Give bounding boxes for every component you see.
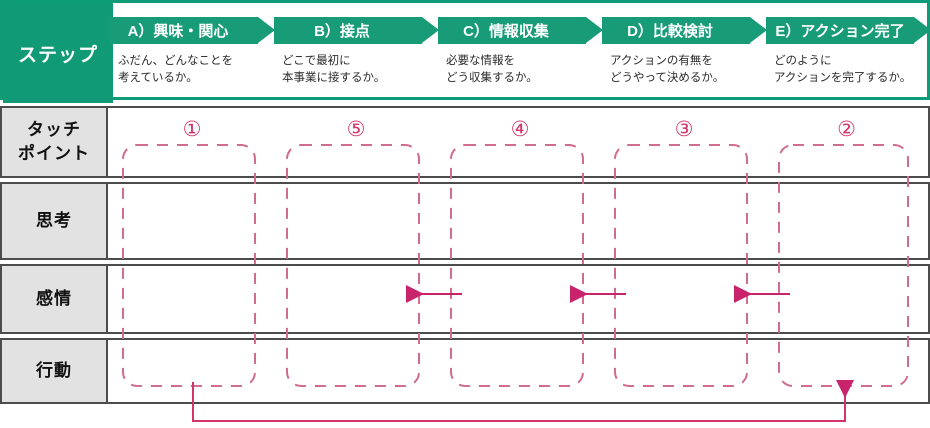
journey-row-1: タッチ ポイント [0,106,930,178]
step-description-1: ふだん、どんなことを 考えているか。 [118,55,233,84]
touchpoint-number-1: ① [182,117,202,141]
journey-row-4: 行動 [0,338,930,404]
step-column-1: A）興味・関心ふだん、どんなことを 考えているか。 [110,3,275,103]
step-chevron-5[interactable]: E）アクション完了 [766,17,930,44]
journey-row-3: 感情 [0,264,930,334]
step-column-4: D）比較検討アクションの有無を どうやって決めるか。 [602,3,767,103]
step-column-2: B）接点どこで最初に 本事業に接するか。 [274,3,439,103]
touchpoint-number-4: ③ [674,117,694,141]
row-label-4: 行動 [2,340,108,402]
step-description-2: どこで最初に 本事業に接するか。 [282,55,386,84]
journey-row-2: 思考 [0,182,930,260]
step-chevron-2[interactable]: B）接点 [274,17,439,44]
row-label-2: 思考 [2,184,108,258]
touchpoint-number-3: ④ [510,117,530,141]
step-description-4: アクションの有無を どうやって決めるか。 [610,55,725,84]
step-chevron-4[interactable]: D）比較検討 [602,17,767,44]
step-chevron-3[interactable]: C）情報収集 [438,17,603,44]
touchpoint-number-5: ② [837,117,856,141]
row-label-1: タッチ ポイント [2,108,108,176]
step-description-5: どのように アクションを完了するか。 [774,55,912,84]
row-label-3: 感情 [2,266,108,332]
step-corner-label: ステップ [3,3,113,103]
step-chevron-1[interactable]: A）興味・関心 [110,17,275,44]
header-band: ステップ A）興味・関心ふだん、どんなことを 考えているか。B）接点どこで最初に… [0,0,930,103]
step-column-3: C）情報収集必要な情報を どう収集するか。 [438,3,603,103]
touchpoint-number-2: ⑤ [346,117,366,141]
step-description-3: 必要な情報を どう収集するか。 [446,55,538,84]
step-column-5: E）アクション完了どのように アクションを完了するか。 [766,3,930,103]
